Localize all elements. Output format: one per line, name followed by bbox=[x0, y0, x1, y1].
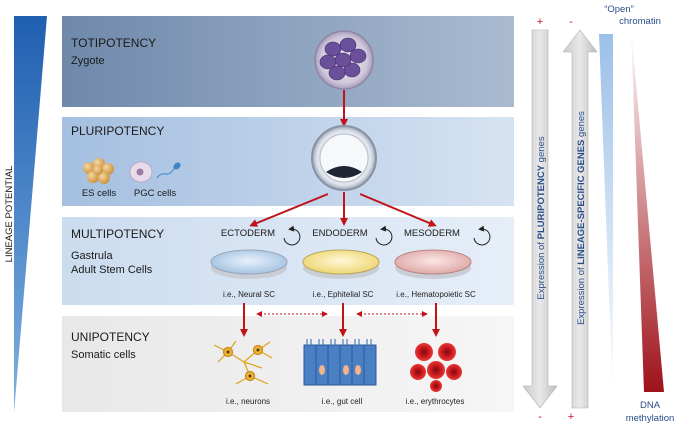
germ-layer-endoderm: ENDODERM bbox=[312, 228, 368, 239]
lineage-top-sign: - bbox=[569, 16, 573, 28]
pluripotency-arrow-label: Expression of PLURIPOTENCY genes bbox=[536, 136, 547, 299]
lineage-potential-wedge bbox=[14, 16, 47, 413]
neurons-illustration bbox=[213, 340, 273, 385]
lineage-bottom-sign: + bbox=[568, 411, 574, 423]
self-renewal-arrow-endoderm bbox=[375, 225, 393, 246]
band-title-multipotency: MULTIPOTENCY bbox=[71, 227, 164, 241]
band-subtitle-gastrula: Gastrula bbox=[71, 250, 113, 262]
lineage-expression-arrow bbox=[562, 29, 598, 409]
pluripotency-bottom-sign: - bbox=[538, 411, 542, 423]
gut-cell-illustration bbox=[303, 339, 377, 386]
band-totipotency bbox=[62, 16, 514, 107]
germ-layer-mesoderm: MESODERM bbox=[404, 228, 460, 239]
blastocyst-illustration bbox=[311, 125, 377, 191]
pluripotency-expression-arrow bbox=[522, 29, 558, 409]
self-renewal-arrow-mesoderm bbox=[473, 225, 491, 246]
somatic-label-gut-cell: i.e., gut cell bbox=[322, 397, 363, 406]
dish-mesoderm bbox=[394, 249, 472, 279]
band-title-pluripotency: PLURIPOTENCY bbox=[71, 124, 164, 138]
arrow-to-mesoderm bbox=[359, 193, 437, 227]
lineage-arrow-label: Expression of LINEAGE-SPECIFIC GENES gen… bbox=[576, 111, 587, 325]
arrow-to-ectoderm bbox=[249, 193, 329, 227]
band-title-unipotency: UNIPOTENCY bbox=[71, 330, 150, 344]
dish-endoderm bbox=[302, 249, 380, 279]
pgc-cells-illustration bbox=[129, 161, 181, 183]
self-renewal-arrow-ectoderm bbox=[283, 225, 301, 246]
dna-methylation-label-line1: DNA bbox=[640, 400, 661, 411]
lineage-potential-label: LINEAGE POTENTIAL bbox=[4, 166, 15, 263]
dish-ectoderm bbox=[210, 249, 288, 279]
stem-cell-label-ectoderm: i.e., Neural SC bbox=[223, 290, 275, 299]
band-pluripotency bbox=[62, 117, 514, 206]
dna-methylation-wedge bbox=[631, 28, 664, 392]
open-chromatin-label-line1: “Open” bbox=[604, 4, 634, 15]
es-cells-label: ES cells bbox=[82, 188, 117, 199]
open-chromatin-label-line2: chromatin bbox=[619, 16, 661, 27]
pluripotency-top-sign: + bbox=[537, 16, 543, 28]
dna-methylation-label-line2: methylation bbox=[626, 413, 675, 424]
somatic-label-erythrocytes: i.e., erythrocytes bbox=[406, 397, 465, 406]
somatic-label-neurons: i.e., neurons bbox=[226, 397, 270, 406]
band-subtitle-somatic-cells: Somatic cells bbox=[71, 349, 136, 361]
pgc-cells-label: PGC cells bbox=[134, 188, 176, 199]
es-cells-illustration bbox=[83, 158, 114, 184]
stem-cell-label-mesoderm: i.e., Hematopoietic SC bbox=[396, 290, 476, 299]
germ-layer-ectoderm: ECTODERM bbox=[221, 228, 275, 239]
erythrocytes-illustration bbox=[410, 343, 462, 392]
band-subtitle-totipotency: Zygote bbox=[71, 55, 105, 67]
band-subtitle-adult-stem-cells: Adult Stem Cells bbox=[71, 264, 153, 276]
band-title-totipotency: TOTIPOTENCY bbox=[71, 36, 156, 50]
stem-cell-label-endoderm: i.e., Ephitelial SC bbox=[313, 290, 374, 299]
open-chromatin-wedge bbox=[599, 34, 613, 402]
zygote-illustration bbox=[314, 30, 374, 90]
